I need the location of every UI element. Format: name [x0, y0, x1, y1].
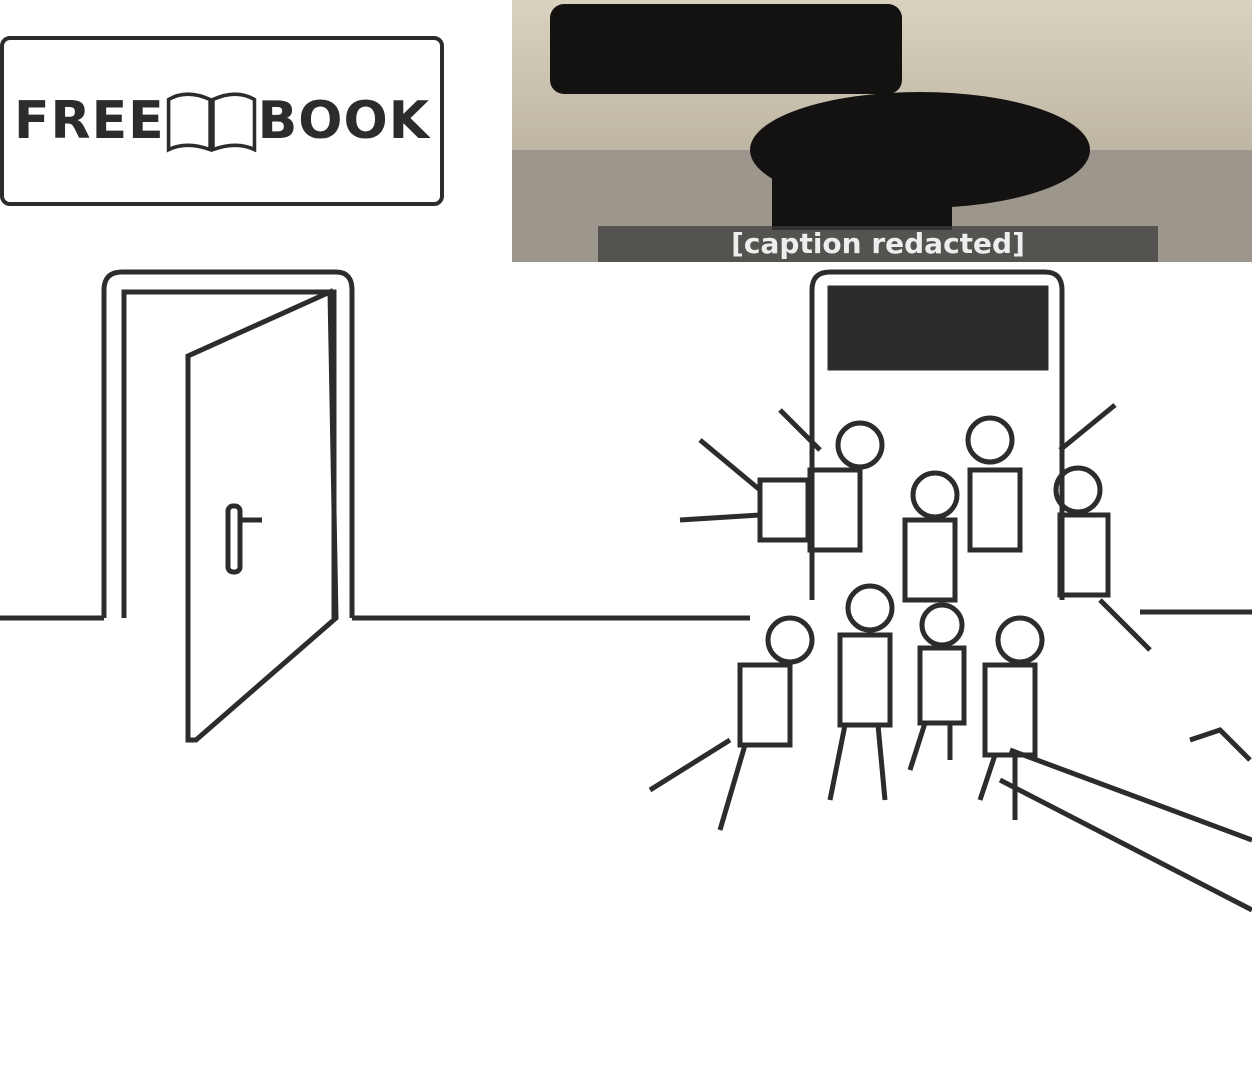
- crowded-door: [648, 269, 1252, 913]
- photo-caption: [caption redacted]: [598, 226, 1158, 262]
- crowd-figures: [648, 403, 1152, 831]
- empty-open-door: [101, 269, 355, 743]
- wall-line: [0, 609, 1252, 621]
- sign-free-text: FREE: [14, 91, 165, 151]
- free-book-sign: FREE BOOK: [0, 36, 444, 206]
- open-book-icon: [166, 92, 256, 153]
- sign-book-text: BOOK: [257, 91, 430, 151]
- toilet-photo: [512, 0, 1252, 262]
